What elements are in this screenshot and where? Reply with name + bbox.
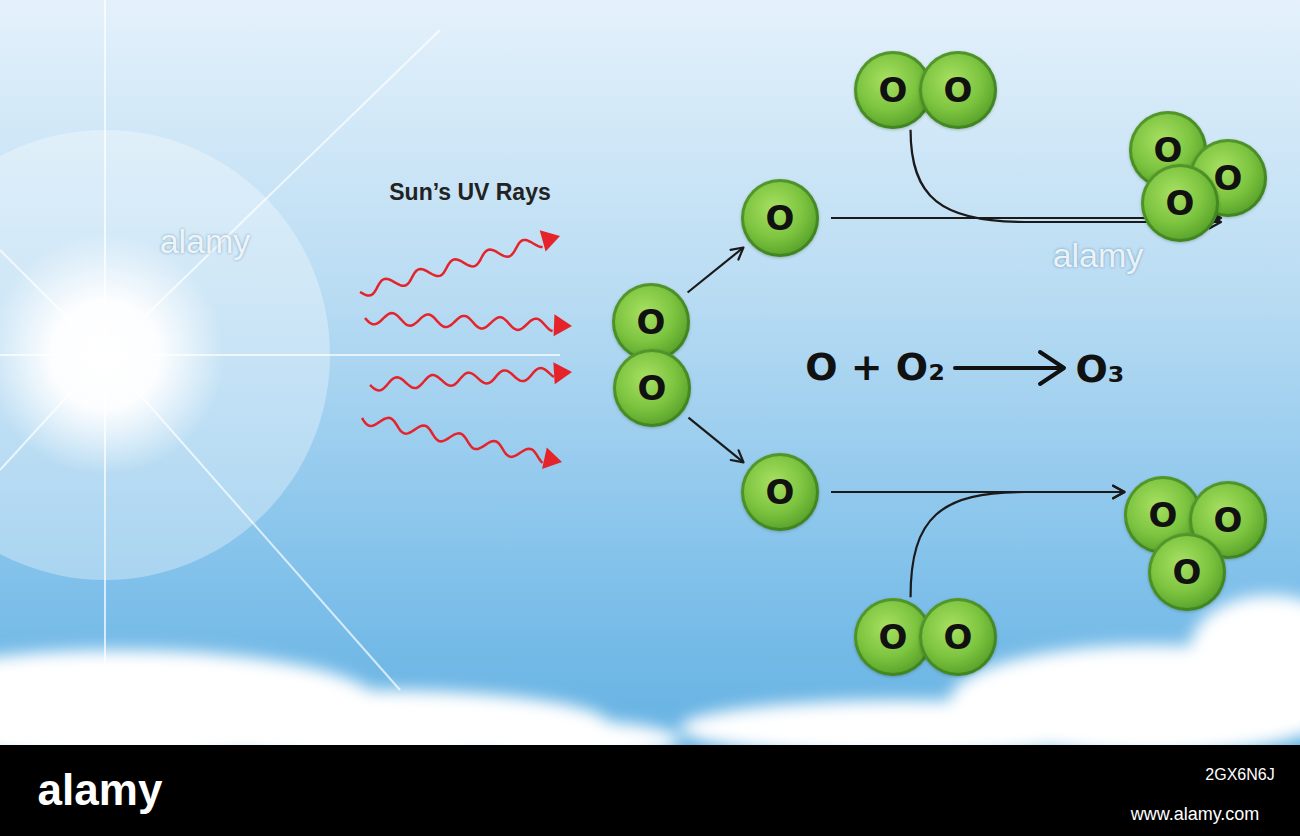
- oxygen-atom: O: [919, 51, 997, 129]
- equation-reactants: O + O₂: [805, 347, 945, 389]
- equation-product: O₃: [1076, 349, 1125, 391]
- oxygen-atom: O: [741, 453, 819, 531]
- arrow-line: [688, 418, 743, 463]
- uv-ray-head: [553, 362, 572, 384]
- atom-symbol: O: [944, 73, 973, 107]
- watermark: alamy: [160, 223, 251, 260]
- atom-symbol: O: [879, 73, 908, 107]
- image-id: 2GX6N6J: [1205, 766, 1274, 784]
- atom-symbol: O: [1149, 498, 1178, 532]
- reaction-arrow: [688, 247, 744, 292]
- reaction-arrow: [911, 486, 1125, 598]
- uv-ray: [365, 313, 553, 331]
- atom-symbol: O: [1173, 555, 1202, 589]
- atom-symbol: O: [766, 201, 795, 235]
- watermark: alamy: [1053, 237, 1144, 274]
- footer-url: www.alamy.com: [1131, 805, 1260, 825]
- uv-ray: [360, 240, 543, 296]
- arrow-head: [1113, 486, 1124, 498]
- atom-symbol: O: [1214, 503, 1243, 537]
- uv-ray-head: [540, 230, 560, 251]
- atom-symbol: O: [637, 305, 666, 339]
- uv-ray: [370, 368, 554, 390]
- uv-ray: [362, 418, 543, 463]
- oxygen-atom: O: [741, 179, 819, 257]
- atom-symbol: O: [766, 475, 795, 509]
- equation-arrow: [955, 352, 1064, 384]
- uv-ray-arrows: [360, 230, 572, 469]
- arrow-line: [911, 492, 1125, 597]
- atom-symbol: O: [879, 620, 908, 654]
- oxygen-atom: O: [1141, 164, 1219, 242]
- oxygen-atom: O: [1148, 533, 1226, 611]
- clouds: [0, 595, 1300, 760]
- atom-symbol: O: [1154, 133, 1183, 167]
- oxygen-atom: O: [919, 598, 997, 676]
- atom-symbol: O: [944, 620, 973, 654]
- atom-symbol: O: [1166, 186, 1195, 220]
- oxygen-atom: O: [613, 349, 691, 427]
- atom-symbol: O: [1214, 161, 1243, 195]
- arrow-line: [688, 247, 744, 292]
- ray-label: Sun’s UV Rays: [389, 180, 550, 205]
- reaction-arrow: [688, 418, 743, 463]
- arrow-head: [731, 450, 744, 462]
- footer-logo: alamy: [38, 766, 163, 814]
- arrow-head: [731, 247, 744, 259]
- uv-ray-head: [554, 314, 572, 336]
- uv-ray-head: [542, 447, 562, 468]
- atom-symbol: O: [638, 371, 667, 405]
- footer-bar: [0, 745, 1300, 836]
- sun-core: [0, 235, 225, 475]
